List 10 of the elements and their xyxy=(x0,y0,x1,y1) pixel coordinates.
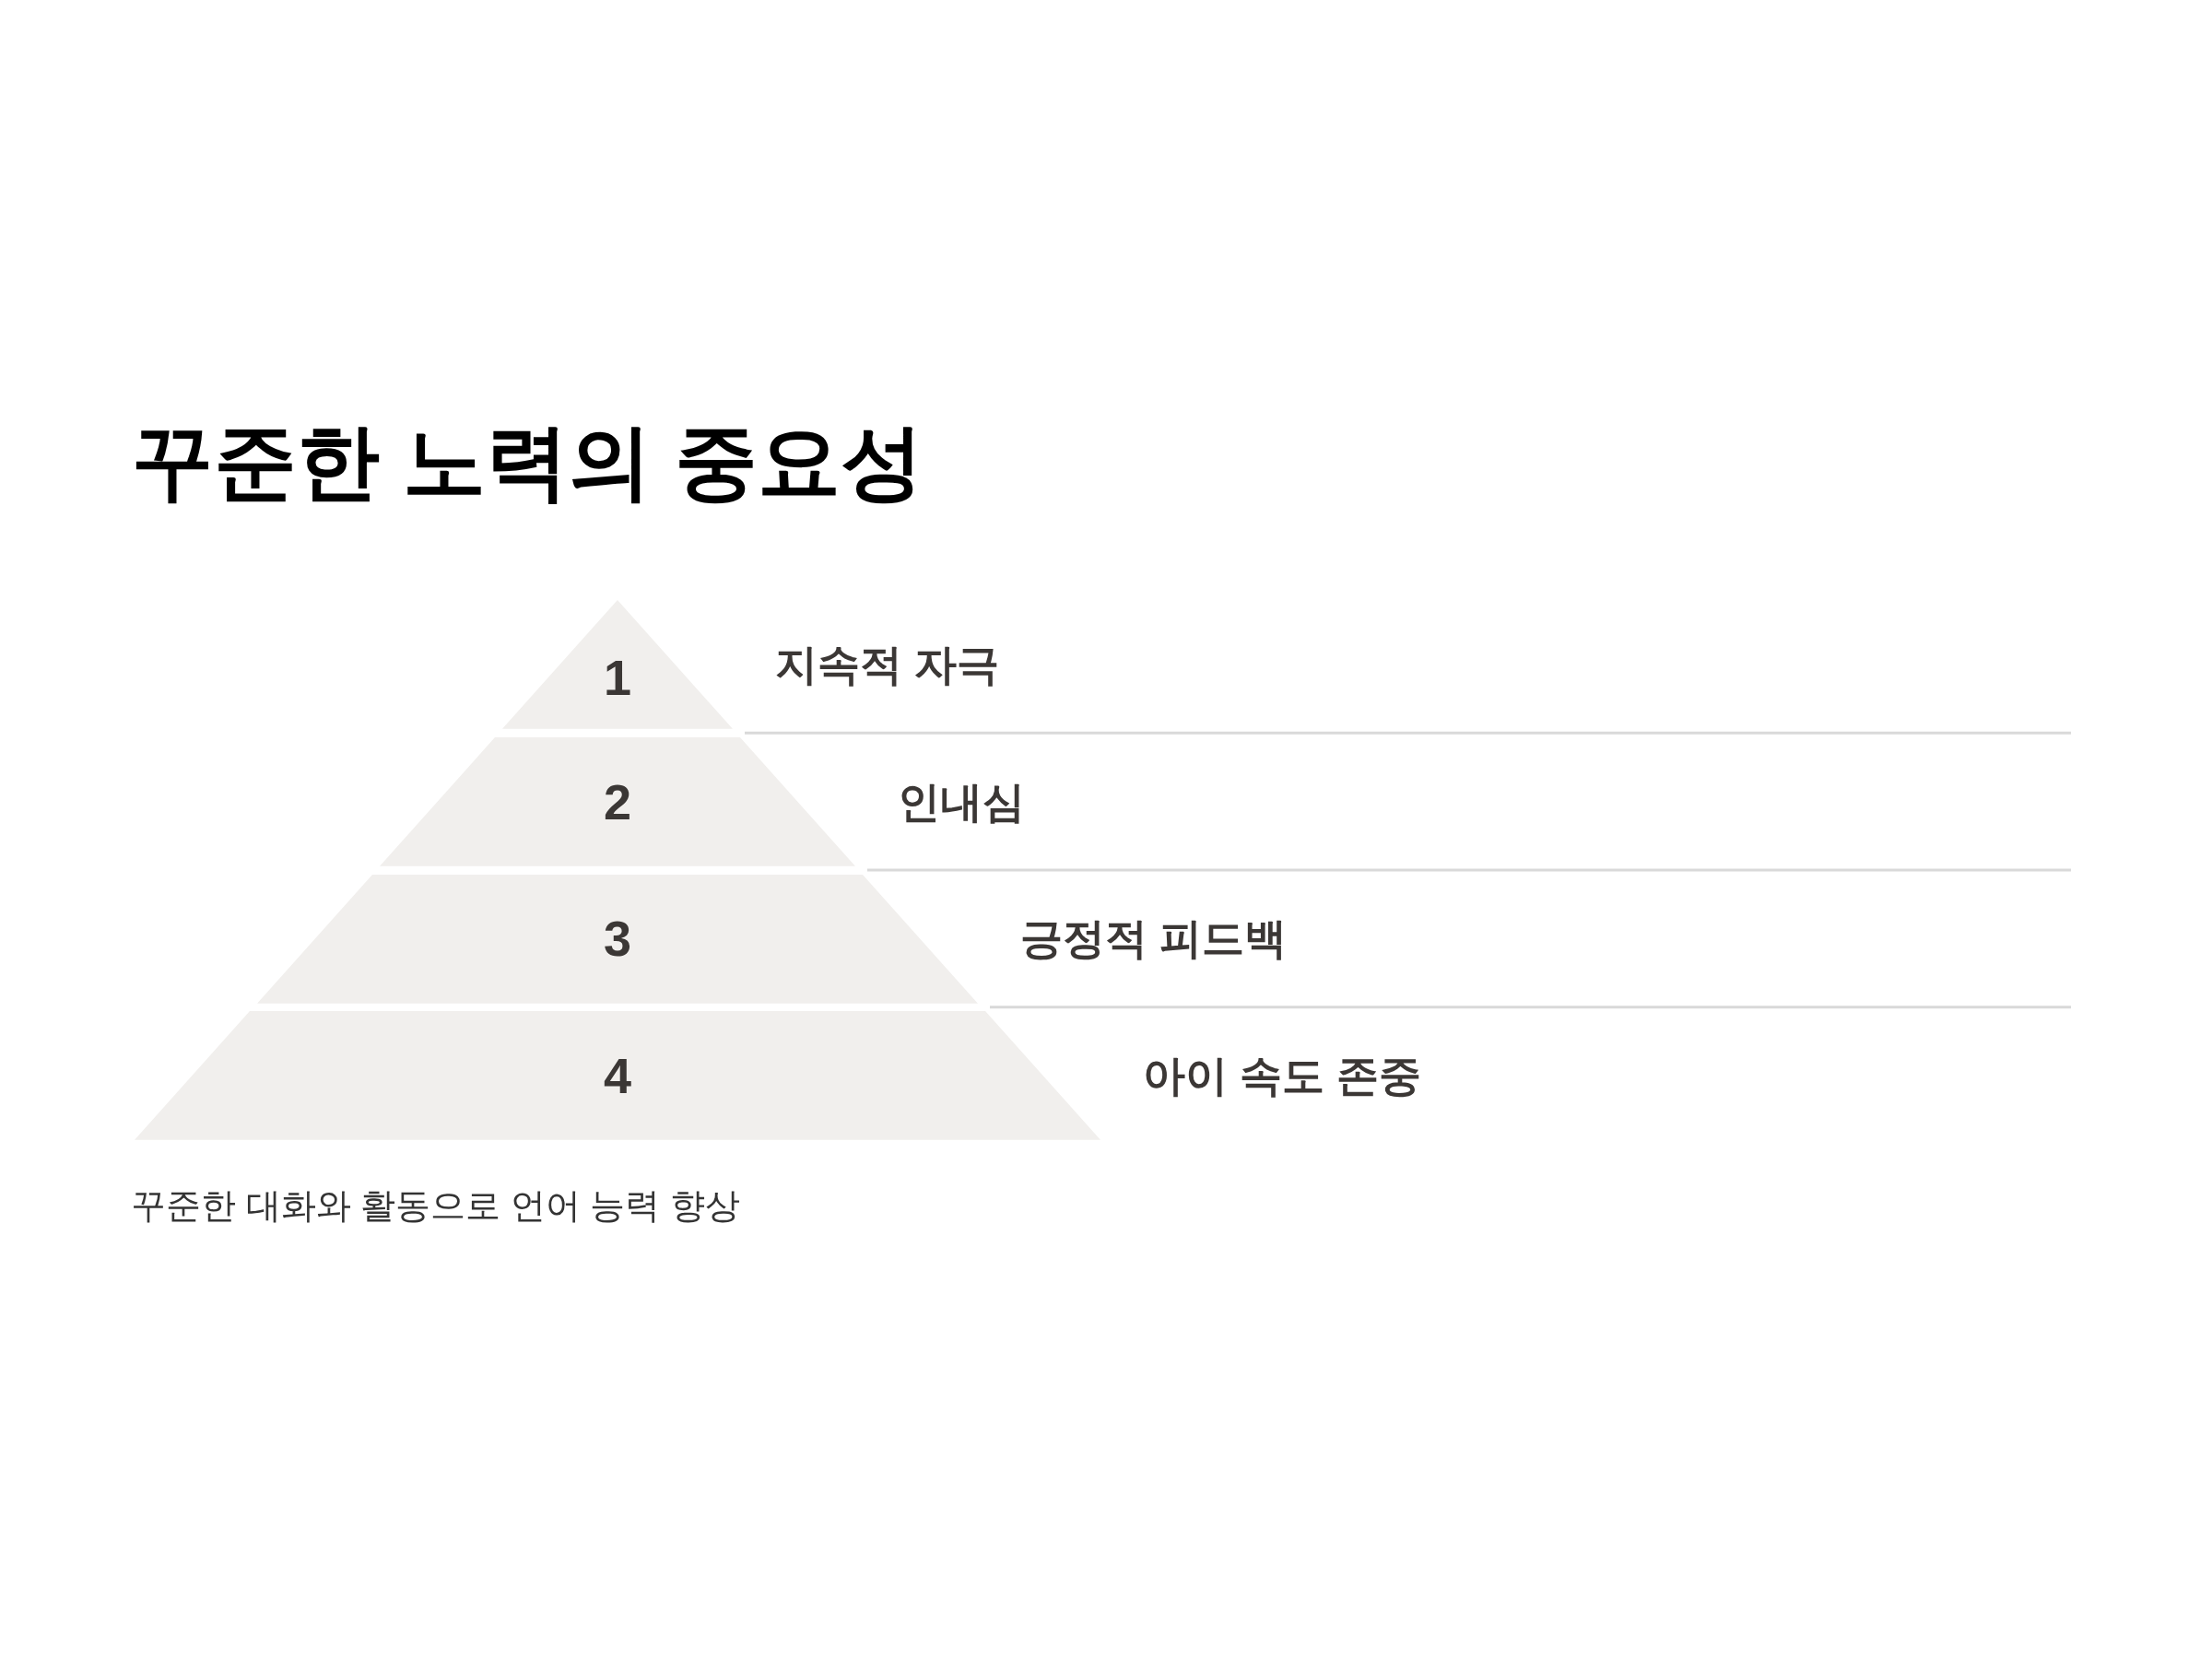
tier-label: 아이 속도 존중 xyxy=(1143,1051,1421,1100)
tier-number: 3 xyxy=(603,913,631,964)
tier-number: 2 xyxy=(603,776,631,827)
tier-label: 긍정적 피드백 xyxy=(1020,913,1287,963)
tier-label: 인내심 xyxy=(897,777,1025,827)
diagram-title: 꾸준한 노력의 중요성 xyxy=(131,417,924,508)
tier-number: 1 xyxy=(603,652,631,702)
tier-label: 지속적 자극 xyxy=(774,640,999,689)
tier-number: 4 xyxy=(604,1051,631,1101)
caption-text: 꾸준한 대화와 활동으로 언어 능력 향상 xyxy=(131,1185,740,1227)
